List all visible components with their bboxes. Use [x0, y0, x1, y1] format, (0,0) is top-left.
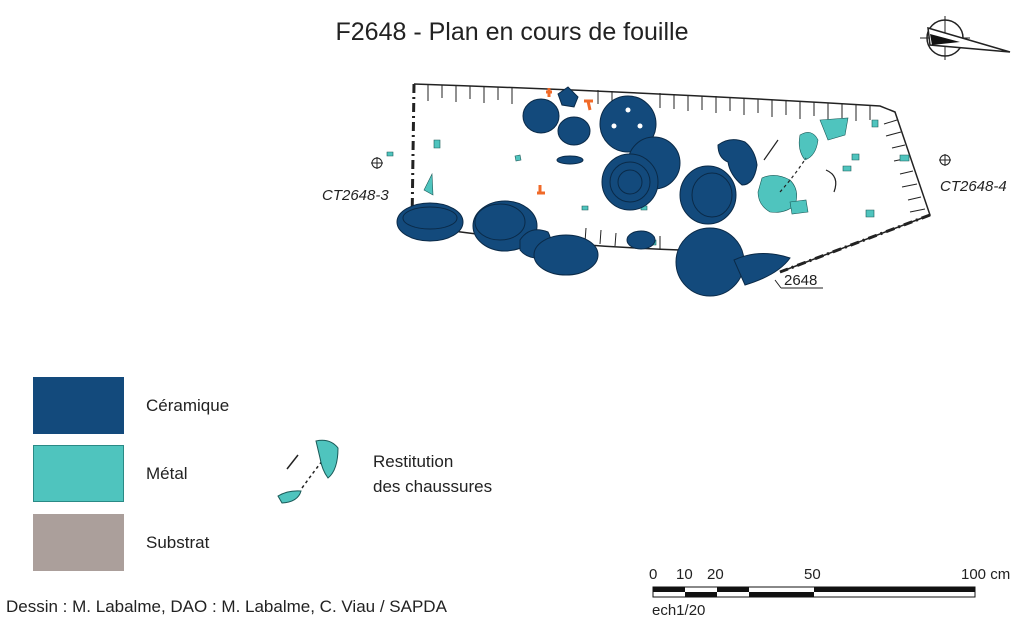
scale-tick-0: 0: [649, 566, 658, 583]
credit-line: Dessin : M. Labalme, DAO : M. Labalme, C…: [6, 597, 447, 616]
legend-label-restitution-1: Restitution: [373, 452, 454, 471]
scale-bar: [652, 586, 976, 598]
north-arrow-icon: [920, 16, 1011, 60]
legend-label-restitution-2: des chaussures: [373, 477, 493, 496]
feature-label-leader: [774, 279, 823, 289]
legend-label-ceramique: Céramique: [146, 396, 230, 415]
scale-label: ech1/20: [652, 602, 706, 619]
ceramic-vessels: [396, 86, 791, 297]
scale-tick-50: 50: [804, 566, 821, 583]
shoe-legend-icon: [277, 439, 339, 504]
point-label-left: CT2648-3: [322, 187, 389, 204]
metal-fragments: [386, 117, 910, 246]
scale-tick-10: 10: [676, 566, 693, 583]
legend-swatch-ceramique: [33, 377, 124, 434]
survey-point-left-icon: [371, 157, 383, 169]
legend-label-metal: Métal: [146, 464, 188, 483]
shoe-restitution: [763, 139, 837, 193]
orange-markers: [537, 88, 593, 195]
legend-swatch-metal: [33, 445, 124, 502]
legend-swatch-substrat: [33, 514, 124, 571]
page-title: F2648 - Plan en cours de fouille: [335, 18, 689, 46]
survey-point-right-icon: [939, 154, 951, 166]
scale-tick-20: 20: [707, 566, 724, 583]
scale-tick-100: 100 cm: [961, 566, 1011, 583]
legend-label-substrat: Substrat: [146, 533, 210, 552]
scale-ticks: 0 10 20 50 100 cm: [640, 566, 1024, 586]
feature-number: 2648: [784, 272, 818, 289]
point-label-right: CT2648-4: [940, 178, 1007, 195]
